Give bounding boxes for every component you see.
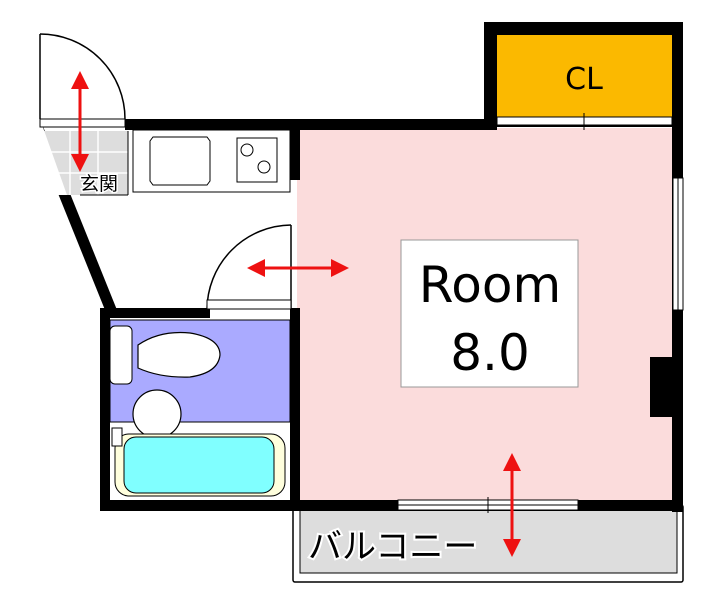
room-size: 8.0 — [450, 324, 530, 382]
room-label: Room — [419, 256, 561, 314]
kitchen-counter — [132, 129, 291, 193]
toilet-bowl — [137, 331, 221, 378]
sink — [149, 136, 211, 186]
closet: CL — [484, 22, 683, 130]
wash-basin — [132, 389, 182, 439]
stove — [236, 137, 278, 183]
windows — [397, 177, 684, 513]
balcony-label: バルコニー — [308, 527, 477, 567]
entrance-label: 玄関 — [80, 173, 118, 195]
access-arrows — [71, 71, 521, 557]
bathroom — [109, 318, 291, 500]
entry-door[interactable] — [39, 33, 126, 128]
toilet-tank — [109, 325, 133, 385]
balcony: バルコニー — [292, 504, 684, 583]
room-label-box: Room 8.0 — [400, 239, 579, 388]
entrance: 玄関 — [28, 119, 129, 197]
closet-label: CL — [565, 62, 603, 97]
